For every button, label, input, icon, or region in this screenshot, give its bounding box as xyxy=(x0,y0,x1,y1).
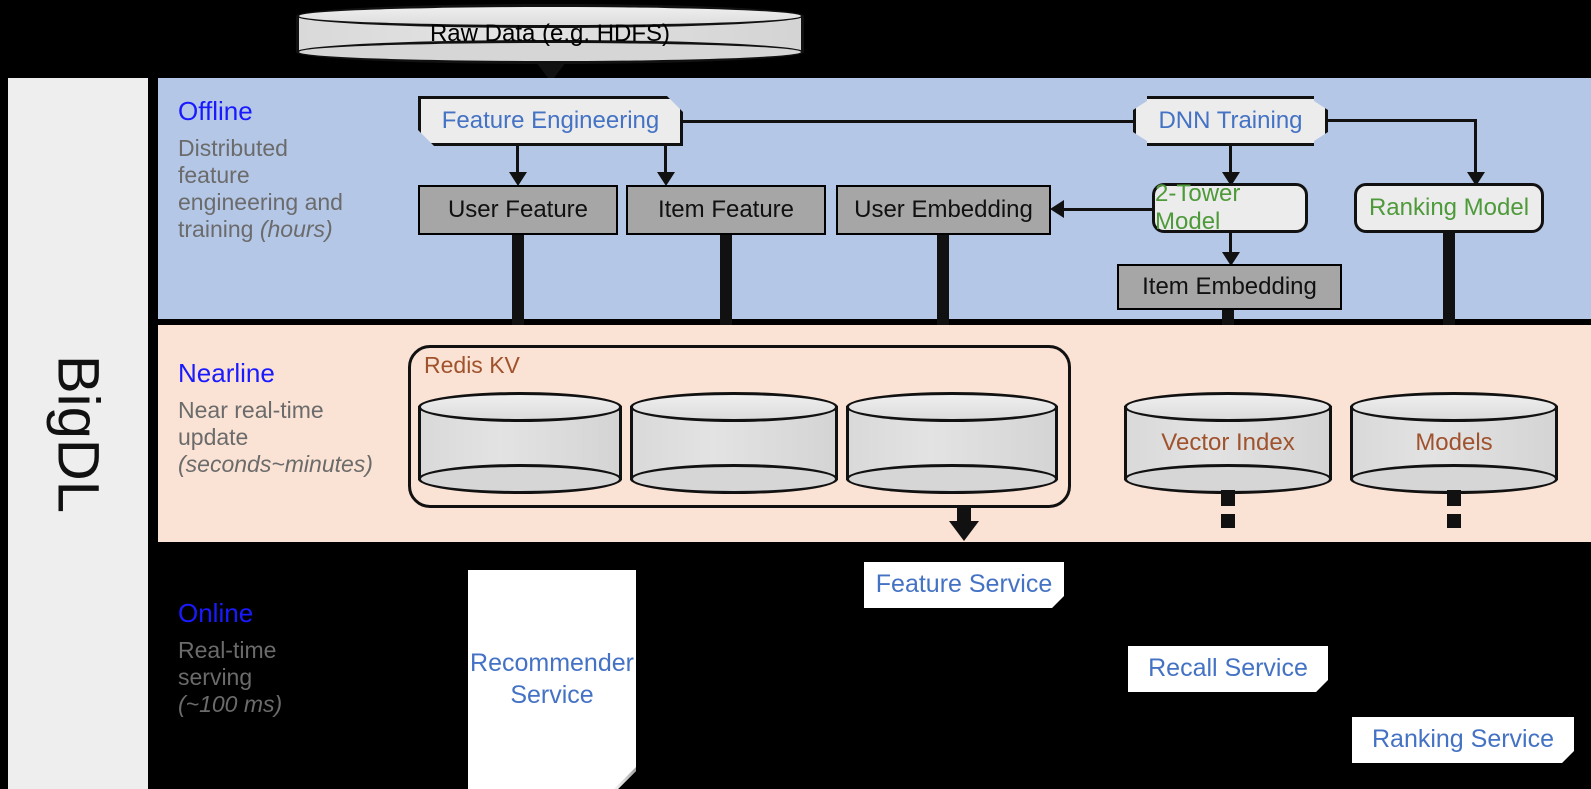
cylinder-top xyxy=(296,4,804,28)
arrow-twotower-itememb-icon xyxy=(1222,252,1240,266)
item-feature-box[interactable]: Item Feature xyxy=(626,185,826,235)
connector-twotower-userembedding xyxy=(1056,208,1152,211)
cylinder-bottom xyxy=(1124,464,1332,494)
raw-data-cylinder: Raw Data (e.g. HDFS) xyxy=(296,4,804,64)
connector-fe-dnn xyxy=(683,120,1143,123)
feature-engineering-box[interactable]: Feature Engineering xyxy=(418,96,683,146)
arrow-twotower-userembedding-icon xyxy=(1050,200,1064,218)
arrow-rawdata-fe-icon xyxy=(536,62,566,82)
connector-twotower-itememb xyxy=(1229,233,1232,255)
connector-models-stub-2 xyxy=(1447,514,1461,528)
connector-dnn-ranking-h xyxy=(1328,119,1477,122)
connector-dnn-twotower xyxy=(1229,146,1232,174)
user-embedding-box[interactable]: User Embedding xyxy=(836,185,1051,235)
feature-service-card[interactable]: Feature Service xyxy=(864,562,1064,608)
arrow-dnn-ranking-icon xyxy=(1467,172,1485,186)
two-tower-model-box[interactable]: 2-Tower Model xyxy=(1152,180,1308,235)
recall-service-label: Recall Service xyxy=(1148,654,1308,683)
ranking-model-label: Ranking Model xyxy=(1368,194,1530,221)
connector-fe-itemfeature xyxy=(664,146,667,174)
online-subtitle: Real-time serving (~100 ms) xyxy=(178,637,408,718)
connector-fe-userfeature xyxy=(516,146,519,174)
offline-subtitle: Distributed feature engineering and trai… xyxy=(178,135,408,244)
arrow-redis-featureservice-icon xyxy=(949,521,979,541)
online-title: Online xyxy=(178,598,254,628)
connector-redis-featureservice-stub xyxy=(957,508,971,524)
online-subtitle-text: Real-time serving xyxy=(178,637,277,691)
feature-service-label: Feature Service xyxy=(875,570,1053,599)
nearline-subtitle: Near real-time update (seconds~minutes) xyxy=(178,397,408,478)
cylinder-top xyxy=(1350,392,1558,422)
arrow-fe-userfeature-icon xyxy=(509,172,527,186)
connector-dnn-ranking-v xyxy=(1474,119,1477,174)
connector-vectorindex-stub-2 xyxy=(1221,514,1235,528)
vector-index-label: Vector Index xyxy=(1161,429,1295,456)
dnn-training-box[interactable]: DNN Training xyxy=(1133,96,1328,146)
bigdl-rail: BigDL xyxy=(8,78,148,789)
vector-index-cylinder[interactable]: Vector Index xyxy=(1124,392,1332,494)
store-cylinder-label xyxy=(630,392,838,494)
connector-models-stub-1 xyxy=(1447,490,1461,506)
bigdl-label: BigDL xyxy=(45,354,111,513)
recommender-service-label: Recommender Service xyxy=(470,649,634,709)
cylinder-top xyxy=(1124,392,1332,422)
offline-subtitle-italic: (hours) xyxy=(259,216,333,243)
cylinder-top xyxy=(630,392,838,422)
store-cylinder-item-feature[interactable] xyxy=(630,392,838,494)
online-subtitle-italic: (~100 ms) xyxy=(178,691,283,718)
nearline-legend: Nearline Near real-time update (seconds~… xyxy=(178,358,408,478)
offline-title: Offline xyxy=(178,96,253,126)
cylinder-top xyxy=(418,392,622,422)
online-legend: Online Real-time serving (~100 ms) xyxy=(178,598,408,718)
nearline-subtitle-italic: (seconds~minutes) xyxy=(178,451,373,478)
models-cylinder[interactable]: Models xyxy=(1350,392,1558,494)
ranking-service-label: Ranking Service xyxy=(1371,725,1555,754)
arrow-dnn-twotower-icon xyxy=(1222,172,1240,186)
item-embedding-box[interactable]: Item Embedding xyxy=(1117,264,1342,310)
raw-data-label: Raw Data (e.g. HDFS) xyxy=(429,20,671,47)
user-feature-label: User Feature xyxy=(447,196,589,223)
redis-kv-label: Redis KV xyxy=(424,352,520,378)
user-feature-box[interactable]: User Feature xyxy=(418,185,618,235)
offline-legend: Offline Distributed feature engineering … xyxy=(178,96,408,244)
connector-vectorindex-stub-1 xyxy=(1221,490,1235,506)
store-cylinder-user-embedding[interactable] xyxy=(846,392,1058,494)
nearline-subtitle-text: Near real-time update xyxy=(178,397,324,451)
redis-kv-container xyxy=(408,345,1071,508)
cylinder-bottom xyxy=(846,464,1058,494)
cylinder-bottom xyxy=(296,40,804,64)
store-cylinder-user-feature[interactable] xyxy=(418,392,622,494)
offline-subtitle-text: Distributed feature engineering and trai… xyxy=(178,135,343,243)
cylinder-bottom xyxy=(418,464,622,494)
nearline-title: Nearline xyxy=(178,358,275,388)
store-cylinder-label xyxy=(418,392,622,494)
recommender-service-card[interactable]: Recommender Service xyxy=(468,570,636,789)
cylinder-top xyxy=(846,392,1058,422)
store-cylinder-label xyxy=(846,392,1058,494)
cylinder-bottom xyxy=(630,464,838,494)
recall-service-card[interactable]: Recall Service xyxy=(1128,646,1328,692)
models-label: Models xyxy=(1415,429,1493,456)
item-feature-label: Item Feature xyxy=(657,196,795,223)
item-embedding-label: Item Embedding xyxy=(1142,273,1317,300)
feature-engineering-label: Feature Engineering xyxy=(441,107,660,134)
user-embedding-label: User Embedding xyxy=(854,196,1033,223)
arrow-fe-itemfeature-icon xyxy=(657,172,675,186)
dnn-training-label: DNN Training xyxy=(1158,107,1303,134)
two-tower-model-label: 2-Tower Model xyxy=(1155,180,1241,235)
ranking-model-box[interactable]: Ranking Model xyxy=(1354,183,1544,233)
ranking-service-card[interactable]: Ranking Service xyxy=(1352,717,1574,763)
